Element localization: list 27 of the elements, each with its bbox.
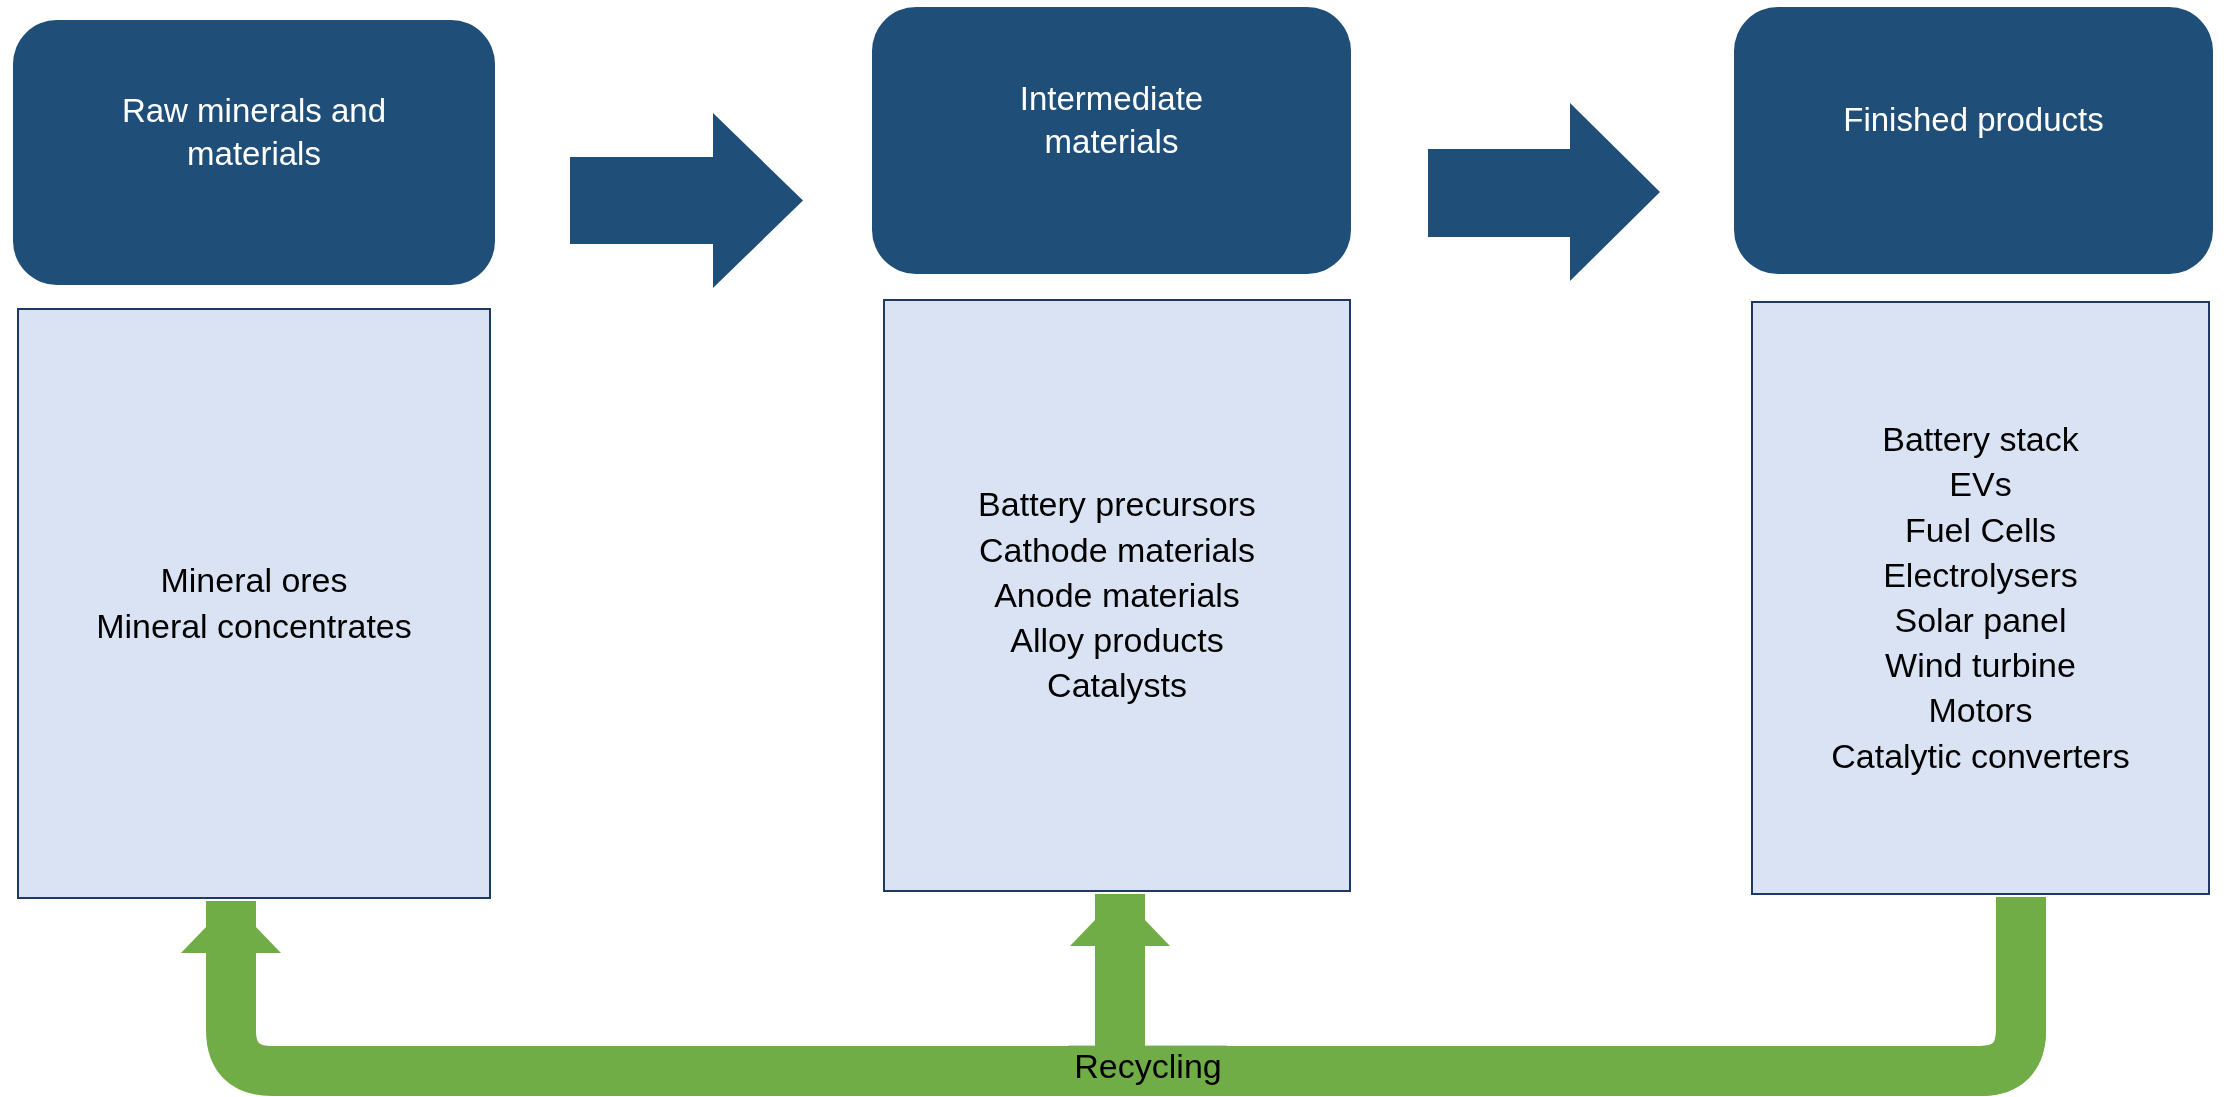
item-text: Battery stack [1882, 419, 2079, 461]
item-text: Catalysts [1047, 665, 1187, 707]
item-text: Cathode materials [979, 529, 1255, 571]
block-arrow [1428, 103, 1660, 281]
list-box [1751, 301, 2210, 895]
item-text: EVs [1949, 464, 2012, 506]
item-text: Anode materials [994, 574, 1240, 616]
item-text: Electrolysers [1883, 554, 2078, 596]
stage-box [13, 20, 495, 285]
stage-title: Intermediate materials [1018, 78, 1205, 162]
list-box [17, 308, 491, 899]
stage-title: Finished products [1843, 100, 2104, 141]
item-text: Solar panel [1894, 600, 2067, 641]
item-text: Wind turbine [1885, 645, 2076, 687]
item-text: Alloy products [1010, 620, 1224, 662]
item-text: Battery precursors [978, 484, 1256, 526]
item-text: Mineral ores [160, 560, 348, 602]
stage-title: Raw minerals and materials [120, 90, 388, 174]
recycling-arrow [1070, 894, 2046, 1096]
item-text: Motors [1928, 690, 2033, 732]
stage-box [1734, 7, 2213, 274]
item-text: Fuel Cells [1904, 509, 2057, 551]
list-box [883, 299, 1351, 892]
stage-box [872, 7, 1351, 274]
item-text: Catalytic converters [1831, 735, 2130, 777]
item-text: Mineral concentrates [96, 605, 412, 647]
block-arrow [570, 113, 803, 288]
